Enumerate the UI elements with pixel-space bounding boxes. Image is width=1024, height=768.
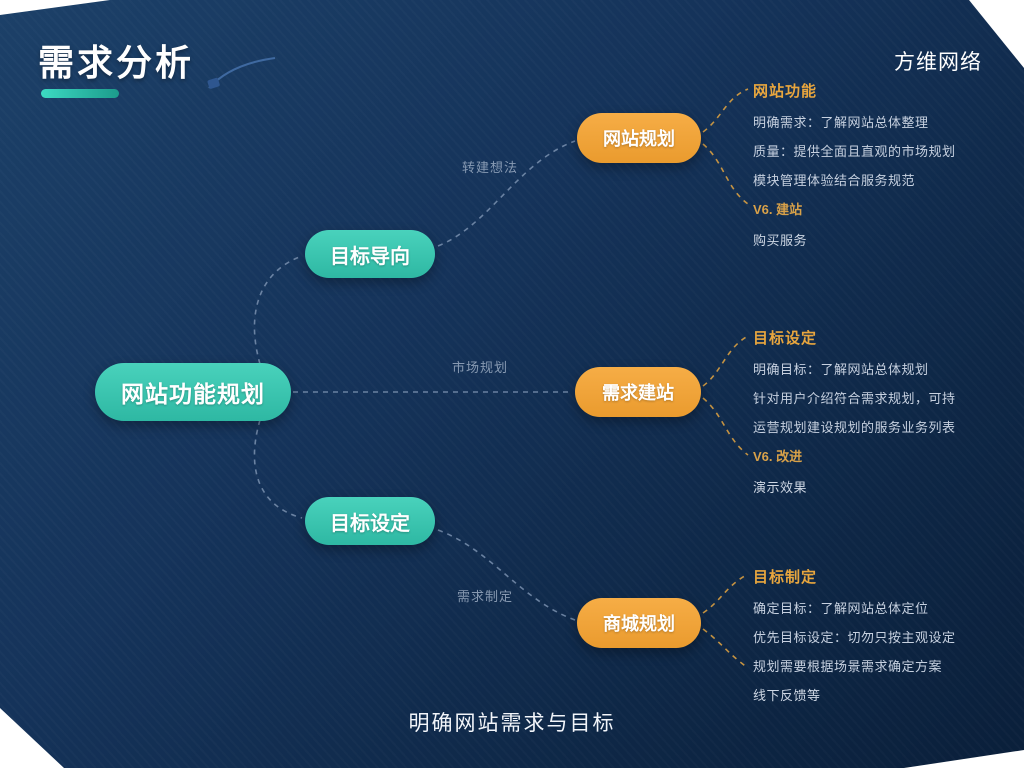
detail-line: 优先目标设定：切勿只按主观设定 bbox=[753, 630, 956, 645]
detail-line: 规划需要根据场景需求确定方案 bbox=[753, 659, 943, 674]
slide-caption: 明确网站需求与目标 bbox=[408, 712, 616, 735]
detail-highlight: V6. 建站 bbox=[753, 202, 803, 217]
edge-label-3: 需求制定 bbox=[457, 589, 514, 604]
topic-node-label: 网站规划 bbox=[603, 129, 675, 149]
swoosh-icon bbox=[205, 56, 277, 99]
detail-header: 目标设定 bbox=[753, 330, 818, 347]
detail-footer: 线下反馈等 bbox=[753, 688, 821, 703]
detail-line: 明确需求：了解网站总体整理 bbox=[753, 115, 929, 130]
detail-footer: 购买服务 bbox=[753, 233, 808, 248]
root-node-label: 网站功能规划 bbox=[121, 381, 265, 407]
detail-line: 明确目标：了解网站总体规划 bbox=[753, 362, 929, 377]
branch-node-label: 目标设定 bbox=[330, 512, 410, 535]
topic-node-demand-build: 需求建站 bbox=[575, 367, 701, 417]
topic-node-mall-planning: 商城规划 bbox=[577, 598, 701, 648]
detail-highlight: V6. 改进 bbox=[753, 449, 803, 464]
corner-cut-bottom-right bbox=[904, 750, 1024, 768]
detail-header: 网站功能 bbox=[753, 83, 818, 100]
detail-line: 运营规划建设规划的服务业务列表 bbox=[753, 420, 956, 435]
branch-node-goal-orientation: 目标导向 bbox=[305, 230, 435, 278]
brand-text: 方维网络 bbox=[894, 51, 982, 74]
root-node: 网站功能规划 bbox=[95, 363, 291, 421]
detail-footer: 演示效果 bbox=[753, 480, 808, 495]
detail-group-2: 目标设定 明确目标：了解网站总体规划 针对用户介绍符合需求规划，可持 运营规划建… bbox=[753, 327, 1021, 496]
detail-line: 针对用户介绍符合需求规划，可持 bbox=[753, 391, 956, 406]
topic-node-label: 商城规划 bbox=[603, 614, 675, 634]
detail-header: 目标制定 bbox=[753, 569, 818, 586]
title-underline bbox=[41, 89, 119, 98]
detail-group-3: 目标制定 确定目标：了解网站总体定位 优先目标设定：切勿只按主观设定 规划需要根… bbox=[753, 566, 1021, 704]
topic-node-label: 需求建站 bbox=[602, 383, 674, 403]
detail-line: 质量：提供全面且直观的市场规划 bbox=[753, 144, 956, 159]
detail-line: 确定目标：了解网站总体定位 bbox=[753, 601, 929, 616]
topic-node-site-planning: 网站规划 bbox=[577, 113, 701, 163]
detail-line: 模块管理体验结合服务规范 bbox=[753, 173, 916, 188]
detail-group-1: 网站功能 明确需求：了解网站总体整理 质量：提供全面且直观的市场规划 模块管理体… bbox=[753, 80, 1021, 249]
page-title: 需求分析 bbox=[38, 42, 195, 83]
branch-node-goal-setting: 目标设定 bbox=[305, 497, 435, 545]
branch-node-label: 目标导向 bbox=[330, 245, 410, 268]
edge-label-1: 转建想法 bbox=[462, 160, 519, 175]
corner-cut-top-left bbox=[0, 0, 110, 15]
edge-label-2: 市场规划 bbox=[452, 360, 509, 375]
